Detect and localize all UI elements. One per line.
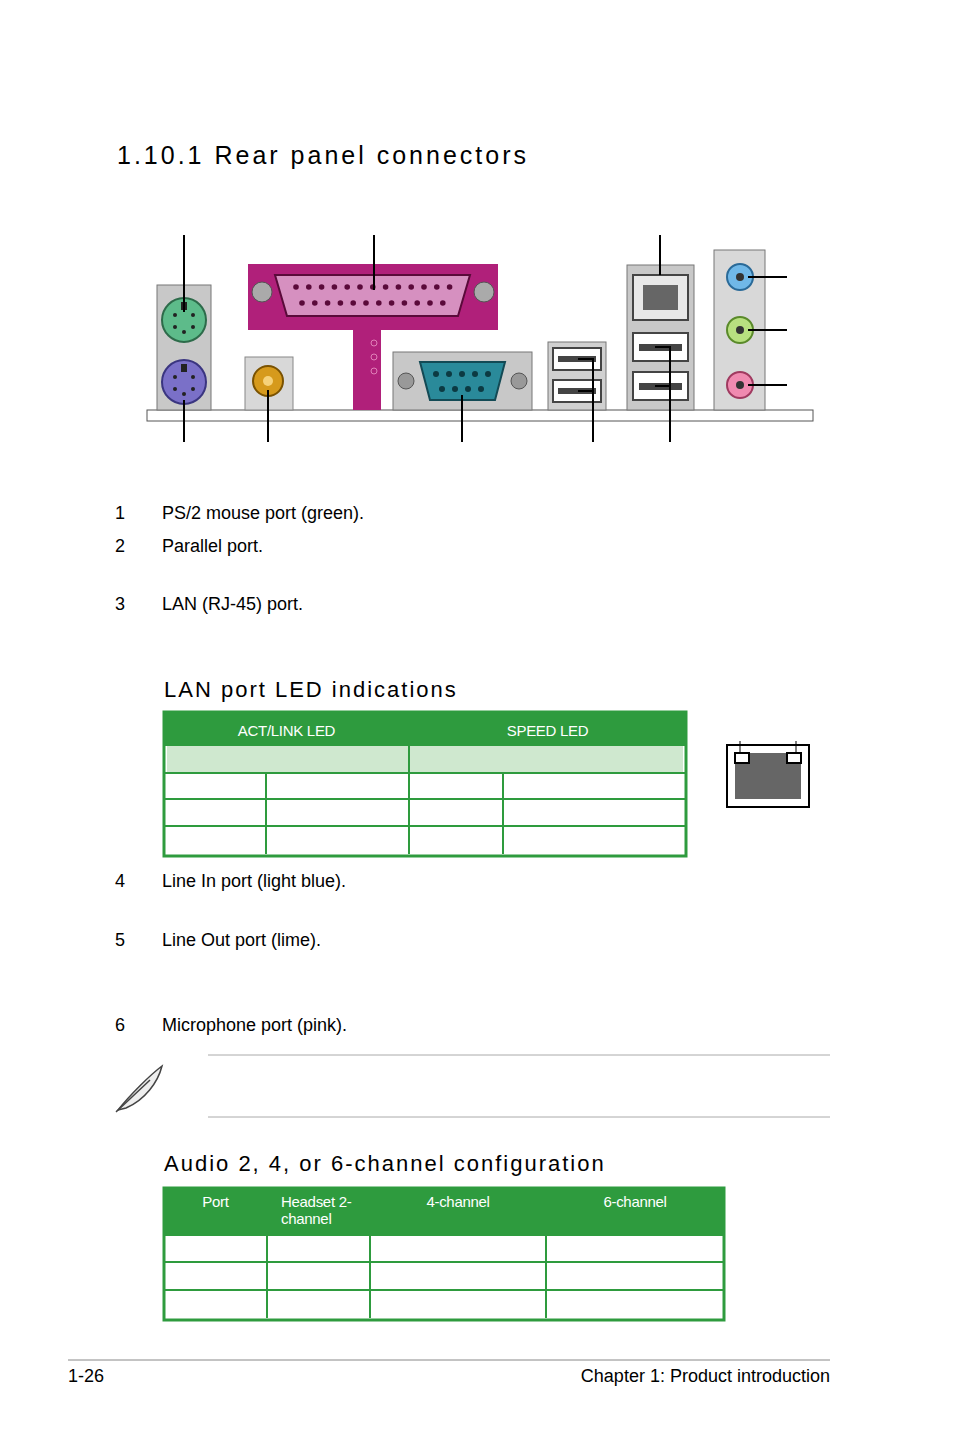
table-heading: Audio 2, 4, or 6-channel configuration [164, 1151, 606, 1176]
item-text: Line In port (light blue). [162, 871, 346, 892]
item-number: 4 [115, 871, 125, 892]
item-text: PS/2 mouse port (green). [162, 503, 364, 524]
table-header-cell: Headset 2-channel [281, 1193, 365, 1228]
item-number: 5 [115, 930, 125, 951]
item-number: 1 [115, 503, 125, 524]
item-text: LAN (RJ-45) port. [162, 594, 303, 615]
item-number: 2 [115, 536, 125, 557]
item-text: Parallel port. [162, 536, 263, 557]
table-header-cell: Port [164, 1193, 267, 1210]
item-text: Microphone port (pink). [162, 1015, 347, 1036]
table-header-cell: ACT/LINK LED [164, 722, 409, 739]
chapter-footer: Chapter 1: Product introduction [0, 1366, 830, 1387]
table-heading: LAN port LED indications [164, 677, 458, 702]
item-text: Line Out port (lime). [162, 930, 321, 951]
item-number: 3 [115, 594, 125, 615]
table-header-cell: SPEED LED [409, 722, 686, 739]
item-number: 6 [115, 1015, 125, 1036]
page-number: 1-26 [68, 1366, 104, 1387]
table-header-cell: 4-channel [370, 1193, 546, 1210]
table-header-cell: 6-channel [546, 1193, 724, 1210]
section-title: 1.10.1 Rear panel connectors [117, 141, 529, 170]
